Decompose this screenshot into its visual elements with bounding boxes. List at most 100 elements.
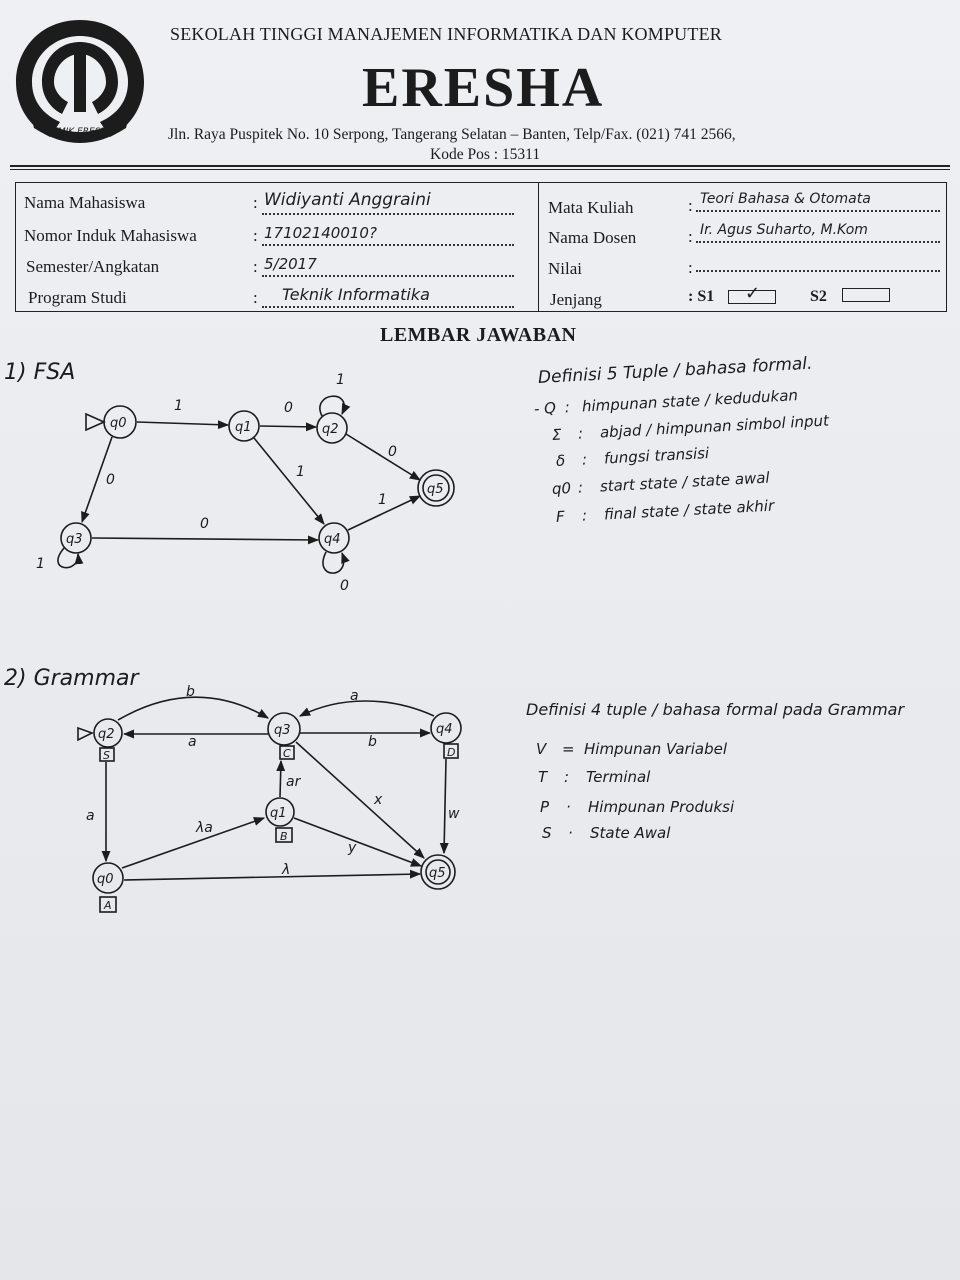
grade-label: Nilai (548, 259, 582, 278)
fsa-loop-q4 (322, 551, 350, 574)
grammar-label-q2-q0: a (86, 808, 95, 824)
subject-line (696, 210, 940, 212)
program-value: Teknik Informatika (282, 285, 430, 304)
grammar-label-q0-q5: λ (281, 862, 290, 878)
identity-divider (538, 182, 539, 312)
fsa-state-label-q2: q2 (322, 422, 339, 437)
grammar-label-q4-q3: a (350, 688, 359, 704)
fsa-edge-q1-q2 (259, 422, 318, 432)
fsa-label-q4-q5: 1 (378, 492, 387, 508)
fsa-loop-q2 (319, 395, 351, 417)
identity-box (15, 182, 947, 312)
s2-label: S2 (810, 288, 827, 305)
lecturer-line (696, 241, 940, 243)
grammar-definition-row: T:Terminal (538, 768, 651, 786)
header-rule (10, 165, 950, 167)
fsa-state-label-q1: q1 (235, 420, 252, 435)
student-nim-value: 17102140010? (264, 224, 377, 242)
fsa-label-q3-q4: 0 (200, 516, 209, 532)
fsa-edge-q0-q1 (136, 420, 230, 430)
fsa-label-q3-loop: 1 (36, 556, 45, 572)
fsa-state-label-q0: q0 (110, 416, 127, 431)
grammar-var-a: A (103, 899, 112, 912)
grammar-label-q2-q3: b (186, 684, 195, 700)
fsa-state-q5-final-ring (422, 474, 450, 502)
grammar-label-q1-q3: ar (286, 774, 302, 790)
grammar-var-box-a (99, 896, 117, 913)
fsa-state-label-q3: q3 (66, 532, 83, 547)
fsa-label-q0-q1: 1 (174, 398, 183, 414)
grammar-edge-q1-q3 (276, 759, 286, 798)
grammar-state-label-q4: q4 (436, 722, 453, 737)
student-nim-label: Nomor Induk Mahasiswa (24, 226, 197, 245)
grammar-definition-row: V=Himpunan Variabel (536, 740, 727, 758)
grammar-label-q4-q5: w (448, 806, 460, 822)
grammar-state-label-q5: q5 (429, 866, 446, 881)
semester-line (262, 275, 514, 277)
grammar-start-arrow (77, 726, 95, 742)
institution-postcode: Kode Pos : 15311 (430, 146, 541, 163)
lecturer-value: Ir. Agus Suharto, M.Kom (700, 222, 868, 238)
semester-value: 5/2017 (264, 255, 317, 273)
grammar-edge-q1-q5 (293, 817, 423, 867)
institution-address: Jln. Raya Puspitek No. 10 Serpong, Tange… (168, 126, 736, 143)
colon: : (253, 193, 258, 212)
student-name-label: Nama Mahasiswa (24, 193, 146, 212)
svg-text:STMIK ERESHA: STMIK ERESHA (47, 127, 114, 137)
grammar-var-box-b (275, 827, 293, 843)
s1-label: : S1 (688, 288, 715, 305)
fsa-edge-q3-q4 (91, 535, 320, 545)
colon: : (253, 226, 258, 245)
s1-checkbox[interactable]: ✓ (728, 283, 776, 304)
grammar-state-q1 (265, 797, 295, 827)
grammar-label-q0-q1: λa (195, 820, 213, 836)
semester-label: Semester/Angkatan (26, 257, 160, 276)
subject-value: Teori Bahasa & Otomata (700, 191, 871, 207)
fsa-edge-q1-q4 (253, 437, 325, 525)
grammar-heading: 2) Grammar (4, 666, 139, 691)
fsa-edge-q4-q5 (347, 495, 422, 531)
grammar-label-q3-q2: a (188, 734, 197, 750)
grammar-var-d: D (447, 746, 455, 759)
header-rule-thin (10, 169, 950, 170)
fsa-label-q0-q3: 0 (106, 472, 115, 488)
grammar-edge-q3-q5 (295, 741, 425, 859)
grammar-definition-row: P·Himpunan Produksi (540, 798, 735, 816)
grammar-state-q0 (92, 862, 124, 894)
fsa-state-label-q5: q5 (427, 482, 444, 497)
grammar-definition-row: S·State Awal (542, 824, 671, 842)
fsa-loop-q3 (57, 547, 84, 569)
grammar-edge-q4-q3 (298, 700, 435, 717)
check-mark-icon: ✓ (745, 283, 761, 304)
grammar-var-s: S (103, 749, 110, 762)
fsa-label-q2-q5: 0 (388, 444, 397, 460)
grammar-var-box-d (443, 743, 459, 759)
institution-brand: ERESHA (362, 57, 605, 119)
lecturer-label: Nama Dosen (548, 228, 637, 247)
colon: : (688, 227, 693, 246)
colon: : (688, 196, 693, 215)
fsa-label-q1-q2: 0 (284, 400, 293, 416)
fsa-edge-q2-q5 (345, 433, 421, 481)
colon: : (253, 288, 258, 307)
fsa-start-arrow (85, 412, 106, 432)
grammar-var-box-c (279, 745, 295, 760)
program-line (262, 306, 514, 308)
program-label: Program Studi (28, 288, 127, 307)
grammar-state-label-q0: q0 (97, 872, 114, 887)
grammar-edge-q0-q1 (121, 817, 266, 869)
fsa-state-label-q4: q4 (324, 532, 341, 547)
fsa-edge-q0-q3 (81, 436, 113, 524)
s2-checkbox[interactable] (842, 288, 890, 302)
colon: : (253, 257, 258, 276)
sheet-title: LEMBAR JAWABAN (380, 324, 577, 346)
grammar-var-c: C (283, 747, 291, 760)
grammar-state-q3 (267, 712, 301, 746)
fsa-state-q5 (417, 469, 455, 507)
eresha-logo: STMIK ERESHA (16, 20, 144, 143)
student-name-value: Widiyanti Anggraini (264, 190, 431, 210)
grammar-edge-q0-q5 (123, 869, 422, 881)
level-label: Jenjang (550, 290, 602, 309)
grade-line (696, 270, 940, 272)
